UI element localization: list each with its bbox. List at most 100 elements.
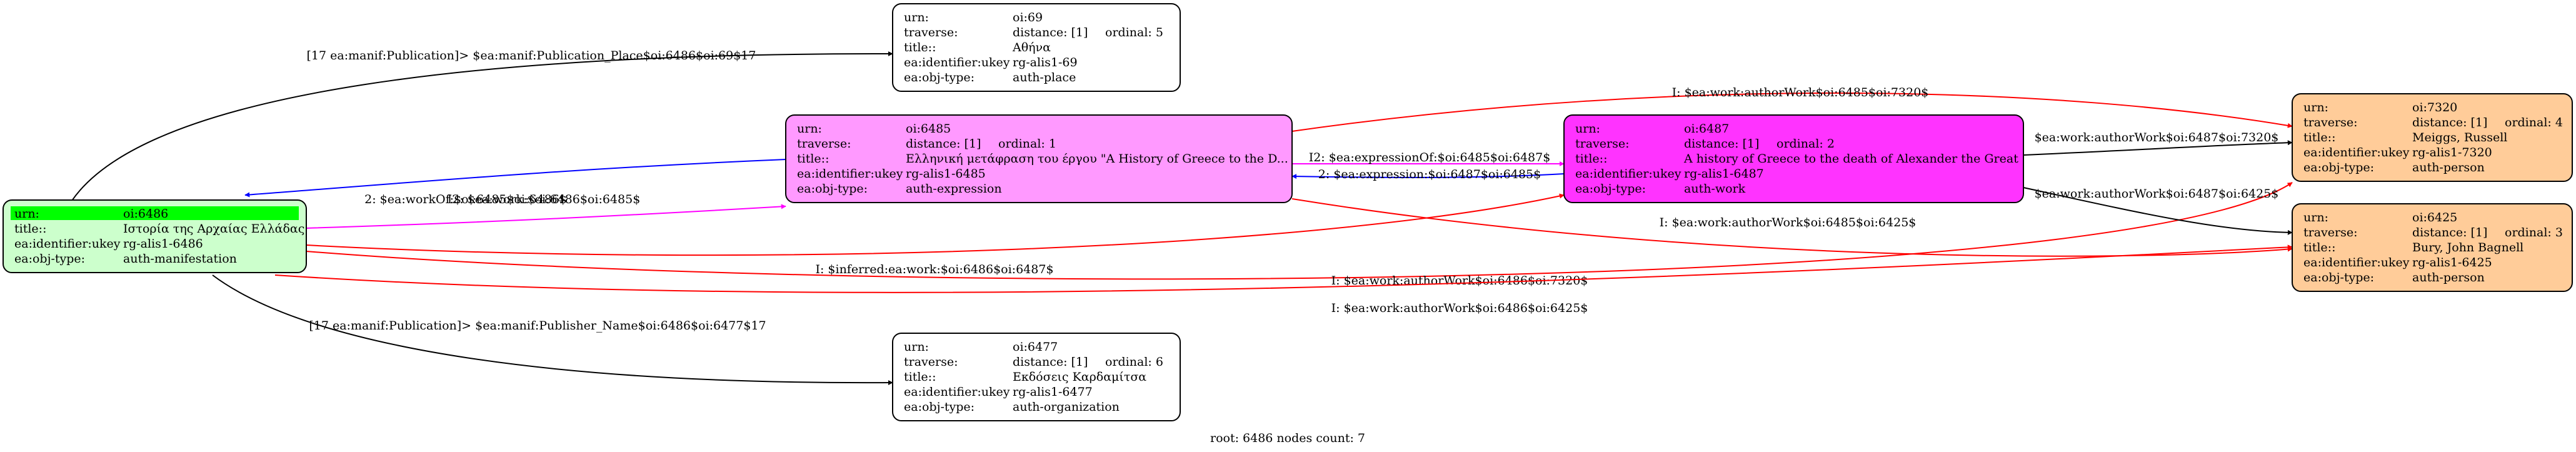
node-oi-69[interactable]: urn: oi:69 traverse: distance: [1] ordinal: … [892, 3, 1181, 92]
node-field-value: oi:7320 [2412, 101, 2457, 114]
edge-line [306, 204, 786, 229]
node-field-key: traverse: [904, 26, 958, 39]
node-box [892, 333, 1181, 421]
node-field-value: rg-alis1-6485 [906, 167, 986, 181]
node-field-key: urn: [904, 340, 929, 354]
node-field-value: Ιστορία της Αρχαίας Ελλάδας [123, 222, 304, 236]
edge-auth-6485-6425: I: $ea:work:authorWork$oi:6485$oi:6425$ [1291, 198, 2293, 257]
node-box [2292, 203, 2573, 292]
node-field-value: oi:6477 [1013, 340, 1058, 354]
node-field-key: urn: [904, 11, 929, 24]
node-field-key: ea:obj-type: [797, 182, 868, 196]
node-field-key: ea:identifier:ukey [2303, 256, 2410, 269]
node-field-value: auth-manifestation [123, 252, 237, 266]
edge-line [212, 274, 893, 386]
node-field-key: ea:identifier:ukey [1575, 167, 1681, 181]
node-field-key: urn: [14, 207, 39, 221]
node-oi-6485[interactable]: urn: oi:6485 traverse: distance: [1] ordinal… [785, 114, 1293, 203]
node-field-extra: ordinal: 1 [998, 137, 1056, 151]
edge-work: I2: $ea:work:$oi:6486$oi:6485$ [306, 193, 786, 229]
node-field-key: traverse: [2303, 116, 2358, 129]
edge-label: I: $ea:work:authorWork$oi:6486$oi:6425$ [1331, 301, 1588, 315]
node-field-key: ea:identifier:ukey [904, 56, 1010, 69]
node-field-value: auth-person [2412, 161, 2485, 174]
edge-expression: 2: $ea:expression:$oi:6487$oi:6485$ [1291, 168, 1565, 181]
node-field-value: Εκδόσεις Καρδαμίτσα [1013, 370, 1146, 384]
node-field-value: distance: [1] [1013, 26, 1088, 39]
edge-expressionof: I2: $ea:expressionOf:$oi:6485$oi:6487$ [1292, 151, 1565, 166]
node-box [785, 114, 1293, 203]
node-field-value: rg-alis1-69 [1013, 56, 1078, 69]
node-field-extra: ordinal: 2 [1777, 137, 1835, 151]
edge-line [1291, 92, 2293, 132]
node-field-value: oi:6486 [123, 207, 168, 221]
node-field-value: Αθήνα [1012, 41, 1051, 54]
node-field-extra: ordinal: 4 [2505, 116, 2563, 129]
node-field-key: ea:obj-type: [2303, 271, 2374, 284]
node-field-key: traverse: [797, 137, 851, 151]
node-field-value: oi:6487 [1684, 122, 1729, 136]
node-field-key: ea:obj-type: [1575, 182, 1646, 196]
node-field-value: auth-person [2412, 271, 2485, 284]
node-field-value: distance: [1] [906, 137, 981, 151]
node-field-extra: ordinal: 3 [2505, 226, 2563, 239]
node-field-key: ea:obj-type: [14, 252, 85, 266]
edge-line [306, 193, 1565, 256]
node-field-value: Ελληνική μετάφραση του έργου "A History … [906, 152, 1288, 166]
node-field-value: rg-alis1-6487 [1684, 167, 1764, 181]
node-field-value: rg-alis1-7320 [2412, 146, 2492, 159]
edge-label: [17 ea:manif:Publication]> $ea:manif:Pub… [307, 49, 756, 63]
node-field-key: ea:identifier:ukey [2303, 146, 2410, 159]
edge-line [2023, 187, 2293, 235]
node-field-value: Bury, John Bagnell [2412, 241, 2523, 254]
edge-label: $ea:work:authorWork$oi:6487$oi:7320$ [2035, 131, 2279, 144]
edge-publisher: [17 ea:manif:Publication]> $ea:manif:Pub… [212, 274, 893, 386]
edge-line [1291, 173, 1565, 179]
edge-line [306, 182, 2293, 280]
node-field-value: auth-place [1013, 71, 1076, 84]
edge-label: $ea:work:authorWork$oi:6487$oi:6425$ [2035, 187, 2279, 201]
node-field-key: ea:obj-type: [904, 400, 975, 414]
node-field-value: oi:69 [1013, 11, 1043, 24]
node-field-value: rg-alis1-6477 [1013, 385, 1093, 399]
node-field-value: distance: [1] [1013, 355, 1088, 369]
node-field-key: urn: [2303, 211, 2328, 224]
node-field-value: distance: [1] [1684, 137, 1759, 151]
edge-auth-6486-6425: I: $ea:work:authorWork$oi:6486$oi:6425$ [274, 244, 2293, 315]
node-box [2292, 93, 2573, 182]
node-field-key: traverse: [2303, 226, 2358, 239]
node-field-key: ea:identifier:ukey [14, 237, 121, 251]
node-field-value: Meiggs, Russell [2412, 131, 2507, 144]
edge-auth-6487-7320: $ea:work:authorWork$oi:6487$oi:7320$ [2023, 131, 2293, 156]
edge-label: 2: $ea:expression:$oi:6487$oi:6485$ [1318, 168, 1541, 181]
node-field-key: ea:obj-type: [904, 71, 975, 84]
node-field-key: traverse: [904, 355, 958, 369]
node-field-key: ea:identifier:ukey [904, 385, 1010, 399]
node-field-extra: ordinal: 6 [1105, 355, 1163, 369]
node-field-extra: ordinal: 5 [1105, 26, 1163, 39]
node-field-value: oi:6485 [906, 122, 951, 136]
node-box [892, 3, 1181, 92]
edges-layer: [17 ea:manif:Publication]> $ea:manif:Pub… [71, 49, 2293, 386]
node-field-key: urn: [2303, 101, 2328, 114]
node-field-value: rg-alis1-6486 [123, 237, 203, 251]
node-field-value: distance: [1] [2412, 226, 2487, 239]
node-field-key: ea:obj-type: [2303, 161, 2374, 174]
node-field-key: ea:identifier:ukey [797, 167, 903, 181]
node-field-value: auth-organization [1013, 400, 1120, 414]
node-field-value: A history of Greece to the death of Alex… [1683, 152, 2018, 166]
edge-line [71, 51, 893, 201]
node-field-value: auth-expression [906, 182, 1002, 196]
edge-place: [17 ea:manif:Publication]> $ea:manif:Pub… [71, 49, 893, 201]
node-oi-6477[interactable]: urn: oi:6477 traverse: distance: [1] ordinal… [892, 333, 1181, 421]
edge-label: I: $ea:work:authorWork$oi:6485$oi:6425$ [1660, 216, 1917, 229]
node-field-key: urn: [797, 122, 822, 136]
node-field-key: title:: [14, 222, 46, 236]
graph-footer: root: 6486 nodes count: 7 [1210, 431, 1365, 445]
